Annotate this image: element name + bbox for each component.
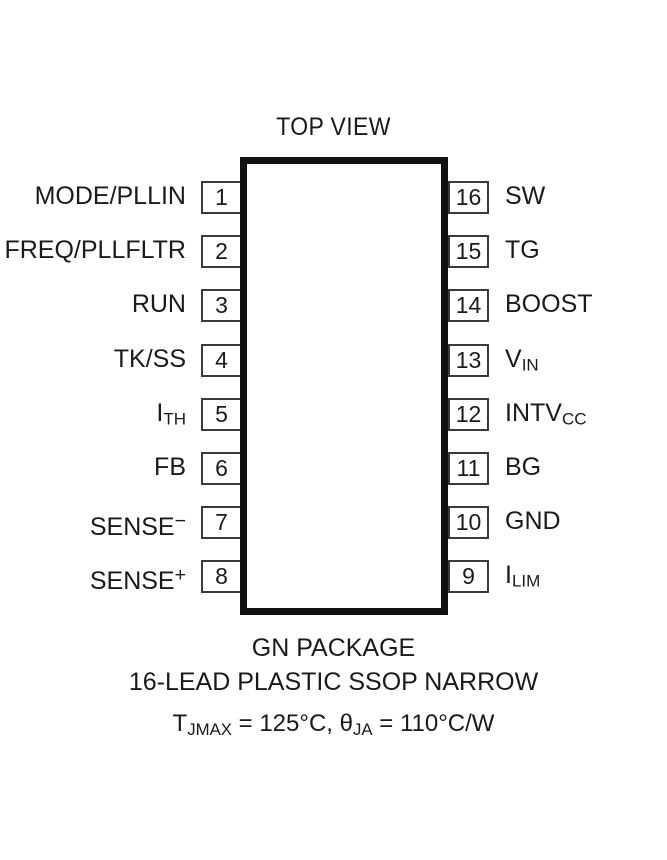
pin-name-label-5: ITH xyxy=(156,398,186,432)
pin-name-label-12: INTVCC xyxy=(505,398,587,432)
tjmax-value: = 125°C, xyxy=(231,710,340,737)
pin-label-base: RUN xyxy=(131,290,186,319)
pin-number-box-15[interactable]: 15 xyxy=(448,235,489,269)
pin-number-box-11[interactable]: 11 xyxy=(448,452,489,485)
pin-name-label-15: TG xyxy=(505,238,540,263)
pin-label-base: SW xyxy=(505,182,546,210)
pin-label-subscript: CC xyxy=(561,409,587,429)
thermal-specs: TJMAX = 125°C, θJA = 110°C/W xyxy=(0,710,667,740)
pin-name-label-6: FB xyxy=(154,455,186,480)
pin-label-base: TG xyxy=(505,236,540,265)
pin-name-label-3: RUN xyxy=(132,292,186,317)
top-view-title: TOP VIEW xyxy=(276,113,391,141)
pin-label-base: BG xyxy=(505,453,542,481)
pin-number-box-6[interactable]: 6 xyxy=(201,452,242,485)
pin-number-box-14[interactable]: 14 xyxy=(448,289,489,323)
pin-name-label-2: FREQ/PLLFLTR xyxy=(4,238,186,263)
pin-number-box-5[interactable]: 5 xyxy=(201,397,242,431)
pin-name-label-7: SENSE− xyxy=(90,509,186,540)
pin-name-label-10: GND xyxy=(505,509,561,534)
chip-body-outline xyxy=(240,157,448,615)
pin-label-subscript: TH xyxy=(163,409,186,429)
pin-number-box-12[interactable]: 12 xyxy=(448,397,489,431)
pin-label-base: BOOST xyxy=(505,290,593,319)
pin-label-base: MODE/PLLIN xyxy=(34,182,186,210)
pin-number-box-1[interactable]: 1 xyxy=(201,181,242,214)
theta-value: = 110°C/W xyxy=(372,710,495,737)
pin-number-box-13[interactable]: 13 xyxy=(448,343,489,377)
pin-label-base: SENSE xyxy=(89,513,175,542)
tjmax-subscript: JMAX xyxy=(187,720,232,740)
pin-name-label-4: TK/SS xyxy=(113,344,186,373)
pin-label-base: GND xyxy=(505,507,561,536)
pin-number-box-10[interactable]: 10 xyxy=(448,506,489,540)
pin-name-label-13: VIN xyxy=(505,344,539,378)
pin-label-base: V xyxy=(505,344,522,373)
pin-number-box-2[interactable]: 2 xyxy=(201,235,242,269)
pin-name-label-9: ILIM xyxy=(505,563,540,594)
pin-number-box-3[interactable]: 3 xyxy=(201,289,242,323)
theta-symbol: θ xyxy=(339,710,353,737)
pin-label-base: TK/SS xyxy=(113,344,186,373)
pin-number-box-4[interactable]: 4 xyxy=(201,343,242,377)
pin-label-base: FREQ/PLLFLTR xyxy=(4,236,186,265)
tjmax-symbol: T xyxy=(172,710,188,737)
theta-subscript: JA xyxy=(353,720,373,740)
pin-name-label-1: MODE/PLLIN xyxy=(35,184,186,209)
pin-label-base: INTV xyxy=(505,398,562,427)
pin-name-label-11: BG xyxy=(505,455,541,480)
pin-number-box-9[interactable]: 9 xyxy=(448,560,489,594)
pin-label-superscript: + xyxy=(174,564,186,587)
pin-label-base: FB xyxy=(154,453,186,481)
package-name: GN PACKAGE xyxy=(251,634,416,662)
pin-label-base: I xyxy=(505,561,512,590)
pin-label-base: SENSE xyxy=(89,567,175,596)
pin-name-label-8: SENSE+ xyxy=(90,563,186,594)
pin-label-superscript: − xyxy=(174,510,186,533)
pin-name-label-14: BOOST xyxy=(505,292,593,317)
pin-number-box-8[interactable]: 8 xyxy=(201,560,242,594)
pin-name-label-16: SW xyxy=(505,184,545,209)
package-description: 16-LEAD PLASTIC SSOP NARROW xyxy=(128,668,539,696)
pin-number-box-16[interactable]: 16 xyxy=(448,181,489,214)
pin-number-box-7[interactable]: 7 xyxy=(201,506,242,540)
pin-label-base: I xyxy=(156,398,164,427)
pin-label-subscript: LIM xyxy=(511,572,541,592)
pin-label-subscript: IN xyxy=(521,355,539,375)
